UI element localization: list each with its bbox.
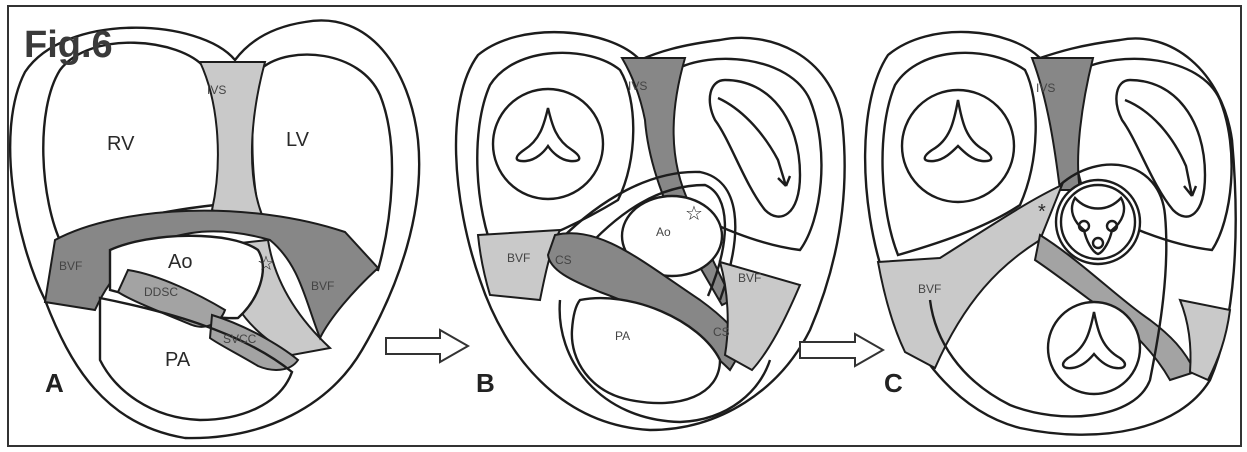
label-ivs-a: IVS	[207, 83, 226, 97]
panel-letter-b: B	[476, 368, 495, 398]
label-ivs-c: IVS	[1036, 81, 1055, 95]
label-ivs-b: IVS	[628, 79, 647, 93]
label-pa-b: PA	[615, 329, 630, 343]
label-ao-a: Ao	[168, 251, 192, 273]
panel-letter-c: C	[884, 368, 903, 398]
label-bvf-b-right: BVF	[738, 271, 761, 285]
label-cs-b-upper: CS	[555, 253, 572, 267]
label-ddsc: DDSC	[144, 285, 178, 299]
label-bvf-c: BVF	[918, 282, 941, 296]
label-star-a: ☆	[257, 253, 275, 275]
label-bvf-a-right: BVF	[311, 279, 334, 293]
aortic-valve-ring-c	[1056, 180, 1140, 264]
label-star-c: *	[1038, 201, 1046, 223]
label-bvf-a-left: BVF	[59, 259, 82, 273]
label-bvf-b-left: BVF	[507, 251, 530, 265]
label-pa-a: PA	[165, 349, 191, 371]
label-svcc: SVCC	[223, 332, 257, 346]
figure-title: Fig.6	[24, 24, 113, 66]
label-lv: LV	[286, 129, 310, 151]
label-star-b: ☆	[685, 203, 703, 225]
label-cs-b-lower: CS	[713, 325, 730, 339]
panel-letter-a: A	[45, 368, 64, 398]
label-ao-b: Ao	[656, 225, 671, 239]
label-rv: RV	[107, 133, 135, 155]
